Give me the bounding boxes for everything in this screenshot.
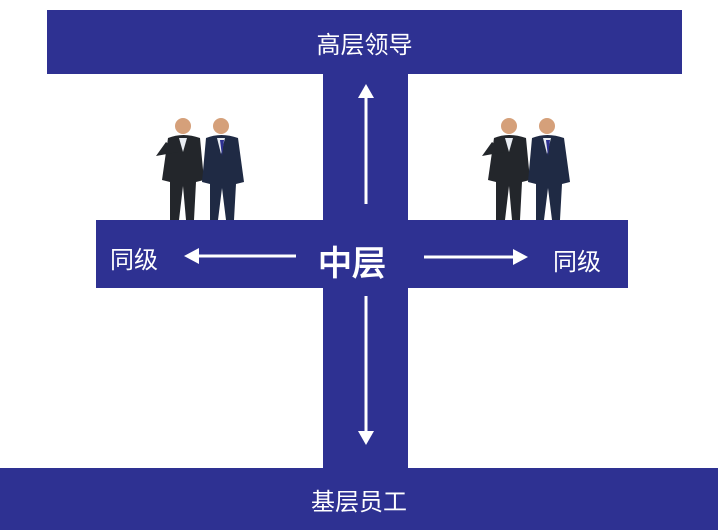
frontline-staff-label: 基层员工: [311, 487, 407, 516]
businessmen-left-illustration: [156, 118, 244, 220]
arrow-left-icon: [184, 248, 296, 264]
peer-left-label: 同级: [110, 246, 158, 274]
arrow-down-icon: [358, 296, 374, 445]
frontline-staff-block: 基层员工: [0, 468, 718, 530]
peer-right-label: 同级: [553, 248, 601, 276]
horizontal-bar: [96, 220, 628, 288]
top-management-block: 高层领导: [47, 10, 682, 74]
businessmen-right-illustration: [482, 118, 570, 220]
middle-management-label: 中层: [318, 244, 386, 284]
top-management-label: 高层领导: [316, 30, 413, 59]
arrow-right-icon: [424, 249, 528, 265]
arrow-up-icon: [358, 84, 374, 204]
